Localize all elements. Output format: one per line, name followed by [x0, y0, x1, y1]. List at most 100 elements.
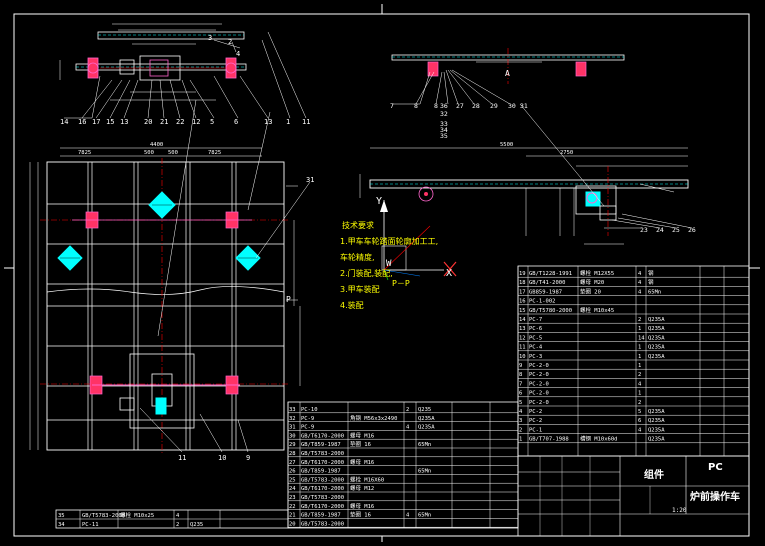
part-label: 28	[472, 102, 480, 110]
bom-left-code: GB/T5783-2000	[301, 521, 344, 527]
part-label: 3	[208, 34, 212, 42]
bom-right-qty: 1	[638, 363, 641, 369]
part-label: 12	[192, 118, 200, 126]
bom-left-code: PC-9	[301, 416, 314, 422]
part-label: 32	[440, 110, 448, 118]
bom-right-qty: 4	[638, 427, 642, 433]
part-label: 25	[672, 226, 680, 234]
part-label: 2	[228, 38, 232, 46]
part-label: 15	[106, 118, 114, 126]
part-label: 14	[60, 118, 68, 126]
part-label: 5	[210, 118, 214, 126]
bom-right-no: 12	[519, 335, 526, 341]
dimension: 500	[168, 150, 178, 156]
bom-right-code: PC-4	[529, 345, 543, 351]
bom-right-no: 7	[519, 381, 522, 387]
bom-left-qty: 2	[406, 407, 409, 413]
ucs-axis-icon	[380, 200, 457, 281]
bom-left-no: 29	[289, 442, 296, 448]
bom-left-qty: 4	[406, 425, 410, 431]
dimension: 500	[144, 150, 154, 156]
bom-right-mat: Q235A	[648, 345, 665, 351]
bom-left-name: 螺母 M16	[350, 431, 374, 439]
bom-left-mat: Q235	[418, 407, 431, 413]
note-line: 1.甲车车轮踏面轮廓加工工,	[340, 236, 438, 246]
part-label: 29	[490, 102, 498, 110]
bom-left-no: 27	[289, 460, 296, 466]
bom-left-no: 20	[289, 521, 296, 527]
bom-right-qty: 4	[638, 381, 642, 387]
bom-left-name: 螺母 M16	[350, 458, 374, 466]
bom-bottom-qty: 4	[176, 513, 180, 519]
bom-bottom-code: PC-11	[82, 522, 99, 528]
title-name: 炉前操作车	[690, 490, 740, 503]
bom-right-code: PC-2-0	[529, 381, 549, 387]
bom-right-no: 3	[519, 418, 522, 424]
bom-left-code: PC-10	[301, 407, 318, 413]
bom-left-code: GB/T6170-2000	[301, 486, 344, 492]
bom-right-no: 19	[519, 271, 526, 277]
dimension: 5500	[500, 142, 513, 148]
bom-left-no: 22	[289, 504, 296, 510]
part-label: 6	[234, 118, 238, 126]
bom-right-code: PC-1	[529, 427, 542, 433]
dimension: 2750	[560, 150, 573, 156]
bom-right-mat: Q235A	[648, 335, 665, 341]
bom-right-no: 6	[519, 391, 522, 397]
bom-right-qty: 5	[638, 409, 641, 415]
part-label: 9	[246, 454, 250, 462]
bom-bottom-no: 34	[58, 522, 65, 528]
part-label: 35	[440, 132, 448, 140]
bom-right-mat: Q235A	[648, 354, 665, 360]
bom-right-no: 5	[519, 400, 522, 406]
bom-right-code: PC-2-0	[529, 372, 549, 378]
bom-right-mat: Q235A	[648, 326, 665, 332]
bom-left-mat: 65Mn	[418, 513, 431, 519]
bom-left-mat: Q235A	[418, 416, 435, 422]
bom-right-code: GB/T5780-2000	[529, 308, 572, 314]
part-label: 1	[286, 118, 290, 126]
bom-right-qty: 1	[638, 391, 641, 397]
bom-right-name: 螺母 M20	[580, 278, 604, 286]
dimension: 7825	[78, 150, 91, 156]
bom-left-mat: 65Mn	[418, 442, 431, 448]
mark-p: P	[286, 295, 291, 304]
bom-left-grid	[287, 401, 519, 529]
bom-right-qty: 2	[638, 372, 641, 378]
bom-right-code: GB/T707-1988	[529, 437, 569, 443]
bom-left-no: 32	[289, 416, 296, 422]
title-block	[517, 455, 750, 537]
bom-right-code: GB859-1987	[529, 289, 562, 295]
bom-left-code: GB/T5783-2000	[301, 495, 344, 501]
part-label: 21	[160, 118, 168, 126]
part-label: 17	[92, 118, 100, 126]
side-view-top	[391, 48, 625, 105]
bom-left-no: 33	[289, 407, 296, 413]
bom-right-code: PC-2	[529, 409, 542, 415]
bom-right-qty: 14	[638, 335, 645, 341]
bom-right-mat: Q235A	[648, 317, 665, 323]
part-label: 13	[264, 118, 272, 126]
bom-right-qty: 1	[638, 354, 641, 360]
bom-right-name: 垫圈 20	[580, 287, 601, 295]
note-line: 3.甲车装配	[340, 284, 380, 294]
bom-right-mat: 65Mn	[648, 289, 661, 295]
axis-x: X	[446, 268, 452, 279]
bom-right-mat: Q235A	[648, 409, 665, 415]
mark-a: A	[505, 69, 510, 78]
bom-left-name: 垫圈 16	[350, 440, 371, 448]
bom-right-grid	[517, 265, 750, 457]
bom-left-mat: 65Mn	[418, 469, 431, 475]
note-line: 2.门装配,装配,	[340, 268, 393, 278]
bom-right-code: PC-5	[529, 335, 542, 341]
part-label: 20	[144, 118, 152, 126]
bom-left-code: GB/T859-1987	[301, 513, 341, 519]
bom-left-name: 螺母 M12	[350, 484, 374, 492]
bom-bottom-name: 螺栓 M10x25	[120, 511, 154, 519]
bom-right-qty: 4	[638, 280, 642, 286]
bom-right-qty: 2	[638, 400, 641, 406]
bom-right-no: 15	[519, 308, 526, 314]
